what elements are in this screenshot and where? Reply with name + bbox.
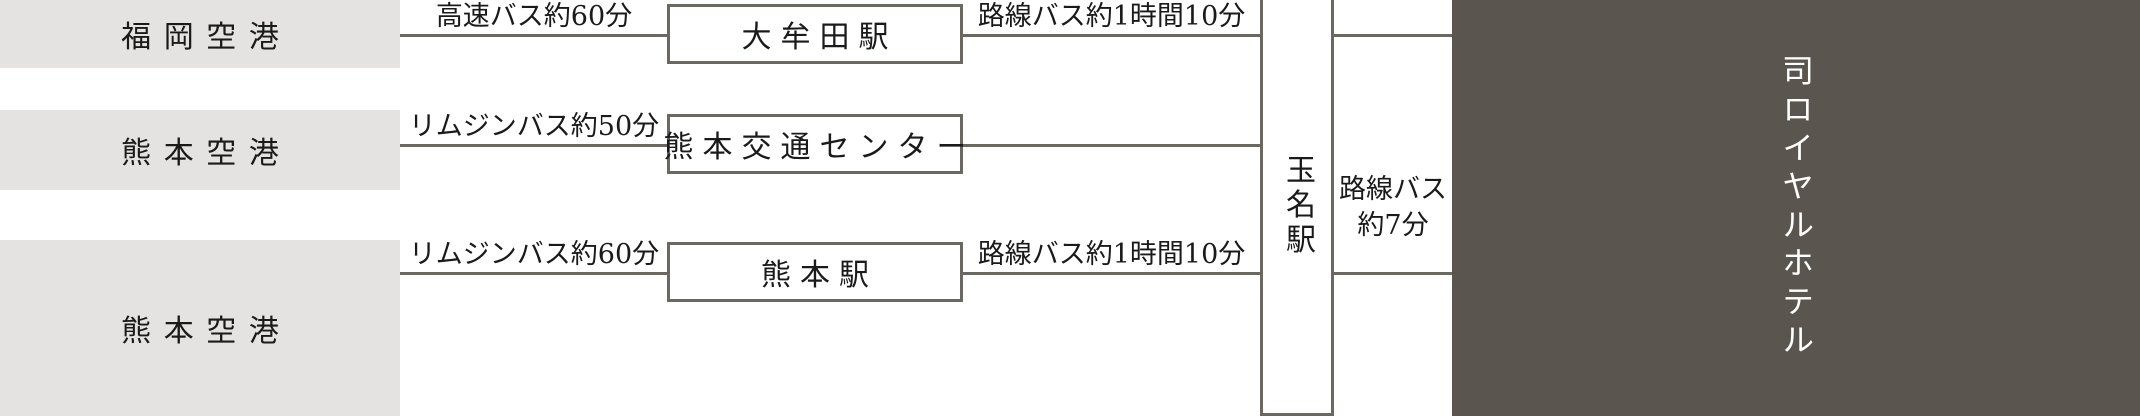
leg-label-row1-leg2: 路線バス約1時間10分: [977, 1, 1246, 32]
destination-band-hotel: 司ロイヤルホテル: [1452, 0, 2140, 416]
connector-line-row2-leg1: [400, 144, 668, 147]
origin-band-kumamoto-airport-1: 熊本空港: [0, 110, 400, 190]
connector-line-row3-leg1: [400, 272, 668, 275]
origin-band-kumamoto-airport-2: 熊本空港: [0, 240, 400, 416]
final-leg-label: 路線バス 約7分: [1334, 0, 1452, 416]
final-leg-label-line2: 約7分: [1357, 210, 1429, 241]
hub-box-tamana-station: 玉名駅: [1260, 0, 1334, 416]
connector-line-hub-to-hotel-top: [1334, 34, 1452, 37]
leg-label-row2-leg1: リムジンバス約50分: [408, 111, 660, 142]
connector-line-row3-leg2: [963, 272, 1260, 275]
origin-band-fukuoka-airport: 福岡空港: [0, 0, 400, 68]
station-box-omuta: 大牟田駅: [667, 4, 963, 64]
hub-box-label: 玉名駅: [1280, 154, 1315, 259]
leg-label-row1-leg1: 高速バス約60分: [435, 1, 633, 32]
connector-line-row1-leg1: [400, 34, 668, 37]
connector-line-hub-to-hotel-bottom: [1334, 272, 1452, 275]
destination-label: 司ロイヤルホテル: [1777, 54, 1815, 362]
leg-label-row3-leg1: リムジンバス約60分: [408, 239, 660, 270]
station-box-kumamoto-kotsu-center: 熊本交通センター: [664, 114, 967, 174]
final-leg-label-line1: 路線バス: [1339, 173, 1447, 205]
station-box-kumamoto: 熊本駅: [667, 242, 963, 302]
connector-line-row2-leg2: [963, 144, 1260, 147]
connector-line-row1-leg2: [963, 34, 1260, 37]
leg-label-row3-leg2: 路線バス約1時間10分: [977, 239, 1246, 270]
